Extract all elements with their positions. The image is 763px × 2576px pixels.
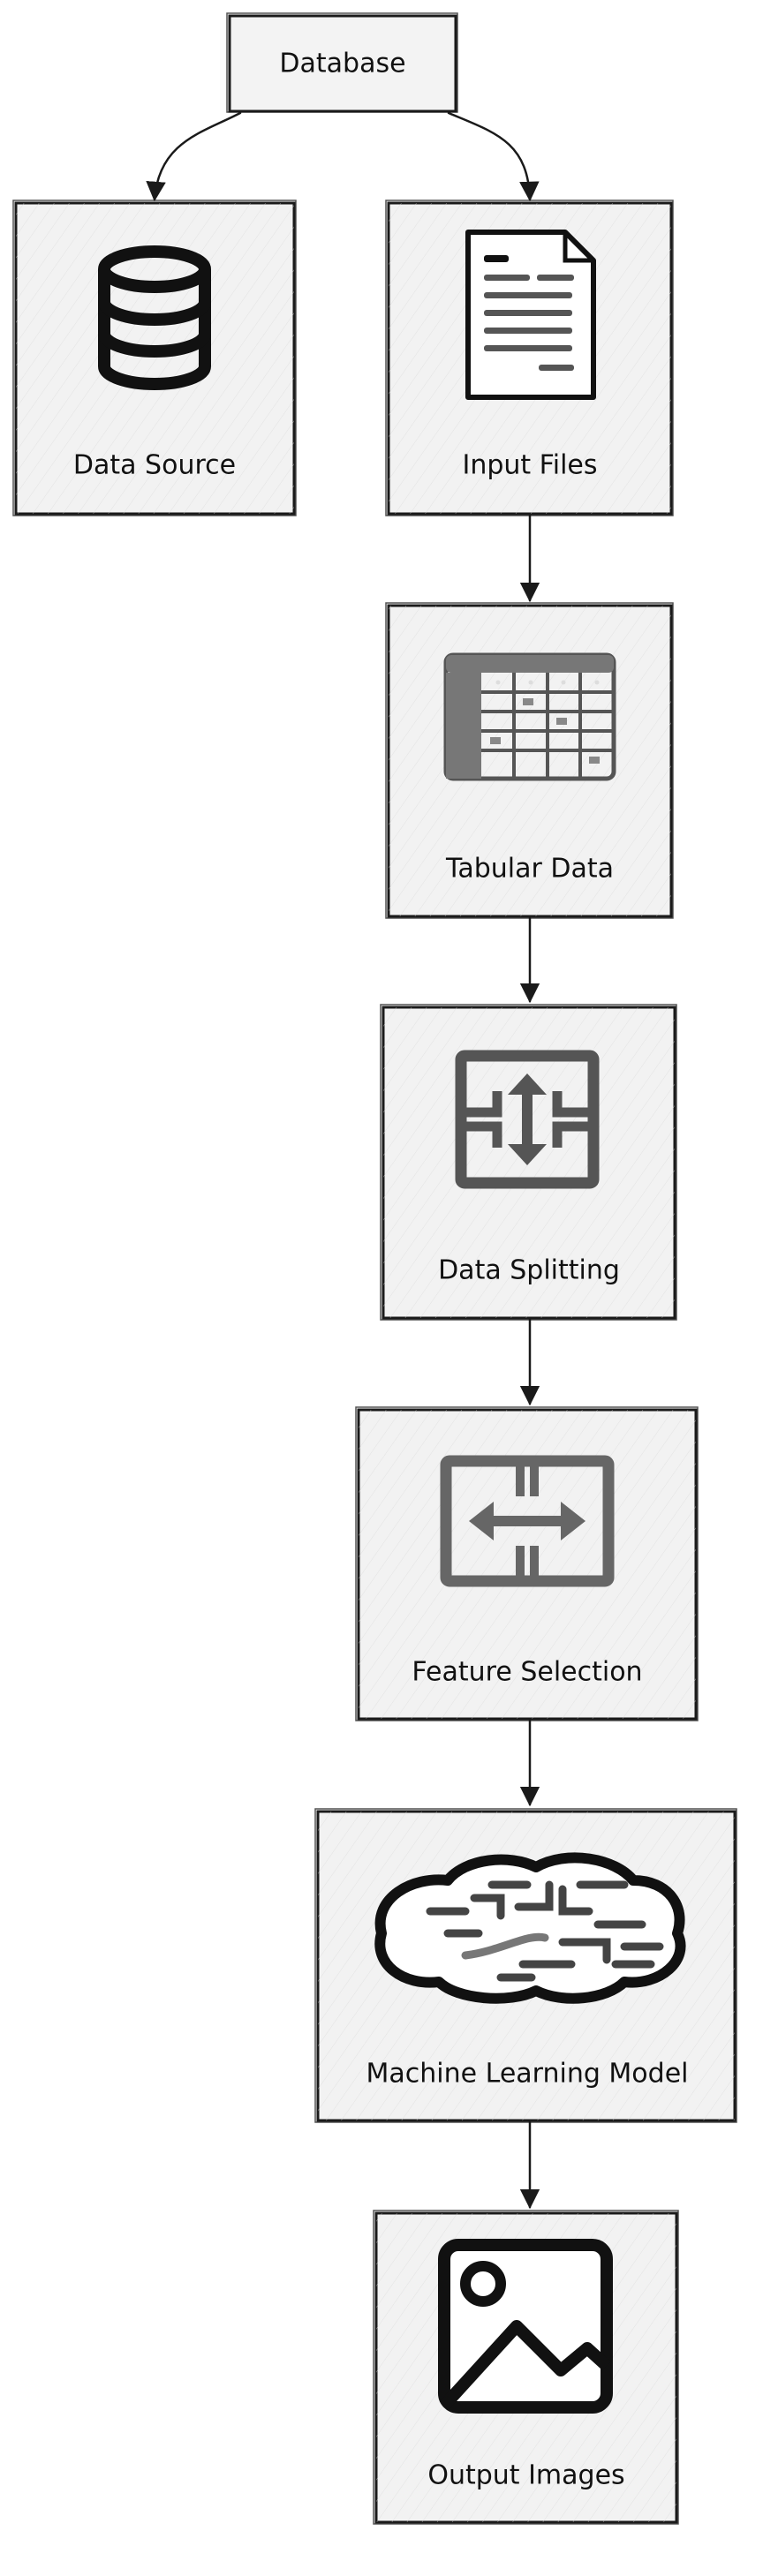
node-database-label: Database	[279, 49, 405, 79]
node-ml-model-label: Machine Learning Model	[366, 2059, 689, 2090]
brain-circuit-icon	[374, 1852, 686, 2004]
node-ml-model: Machine Learning Model	[314, 1808, 737, 2123]
edge-database-to-input-files	[447, 111, 540, 202]
split-vertical-arrows-icon	[455, 1050, 600, 1189]
node-input-files: Input Files	[385, 200, 674, 516]
node-data-source-label: Data Source	[73, 450, 236, 481]
node-data-splitting: Data Splitting	[380, 1004, 677, 1321]
node-tabular-data-label: Tabular Data	[445, 854, 614, 885]
document-icon	[465, 230, 596, 400]
image-icon	[438, 2239, 613, 2414]
node-input-files-label: Input Files	[462, 450, 597, 481]
edge-database-to-data-source	[146, 111, 242, 202]
node-feature-selection: Feature Selection	[355, 1406, 699, 1721]
node-output-images: Output Images	[373, 2210, 679, 2525]
database-icon	[98, 245, 211, 390]
node-data-splitting-label: Data Splitting	[438, 1255, 620, 1286]
node-database: Database	[226, 12, 458, 113]
node-feature-selection-label: Feature Selection	[412, 1657, 642, 1688]
node-output-images-label: Output Images	[427, 2460, 624, 2491]
table-icon	[443, 652, 616, 781]
horizontal-arrows-icon	[440, 1455, 615, 1587]
edges	[146, 111, 540, 2210]
node-tabular-data: Tabular Data	[385, 602, 674, 919]
node-data-source: Data Source	[12, 200, 297, 516]
